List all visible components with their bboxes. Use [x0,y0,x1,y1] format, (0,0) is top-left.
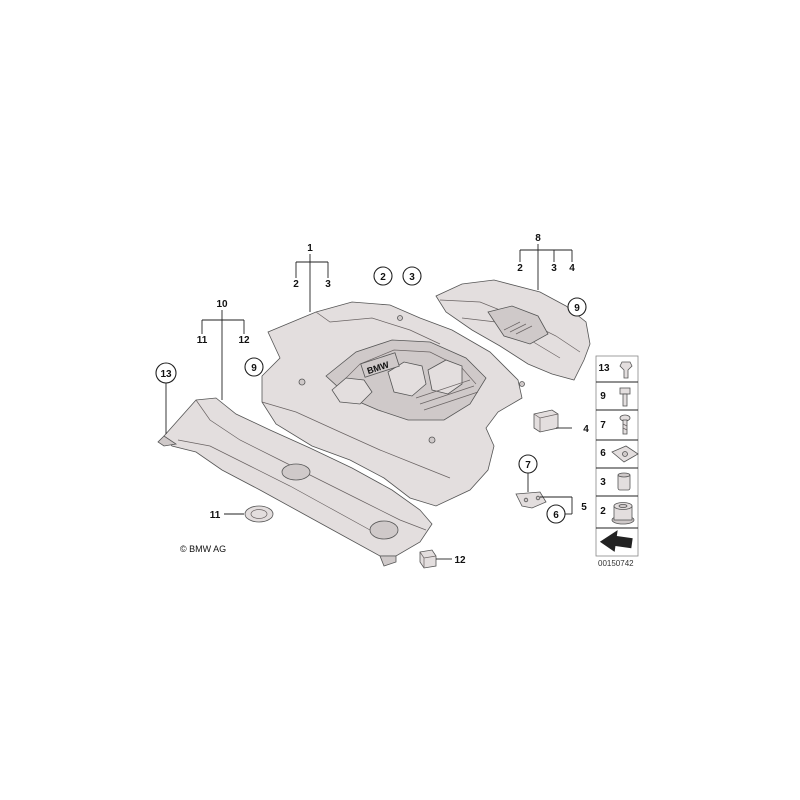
callout-7: 7 [525,460,531,471]
callout-12: 12 [454,555,466,566]
callout-3-circled: 3 [409,272,415,283]
callout-3: 3 [325,279,331,290]
copyright-notice: © BMW AG [180,544,226,554]
callout-1: 1 [307,243,313,254]
callout-9-right: 9 [574,303,580,314]
bolt-icon [619,387,631,407]
callout-13: 13 [160,369,172,380]
callout-3-upper-right: 3 [551,263,557,274]
callout-11: 11 [210,510,221,521]
callout-circle-9-left [244,357,264,377]
callout-11-upper: 11 [197,335,208,346]
callout-circle-9-right [567,297,587,317]
callout-10: 10 [216,299,228,310]
legend-number-3: 3 [600,477,606,488]
rear-cover-section [435,279,591,387]
fastener-legend: 13 9 7 6 3 2 [595,355,639,557]
leader-lines [165,244,573,560]
nut-clip-icon [611,445,639,463]
grommet-icon [611,502,635,525]
sleeve-icon [617,472,631,491]
callout-circle-6 [546,504,566,524]
callout-2: 2 [293,279,299,290]
callout-circle-13 [155,362,177,384]
legend-number-13: 13 [598,363,610,374]
legend-number-2: 2 [600,506,606,517]
callout-circle-2 [373,266,393,286]
callout-4-upper-right: 4 [569,263,575,274]
grommet-part-4 [533,409,559,433]
callout-6: 6 [553,510,559,521]
clip-icon [619,361,633,379]
legend-number-6: 6 [600,448,606,459]
screw-icon [619,414,631,435]
callout-12-upper: 12 [238,335,250,346]
side-duct [157,397,433,567]
clip-part-12 [419,549,437,569]
callouts: 1 2 3 2 3 8 2 3 4 9 10 11 12 9 13 4 7 5 … [155,233,589,566]
callout-2-upper-right: 2 [517,263,523,274]
legend-number-9: 9 [600,391,606,402]
callout-4: 4 [583,424,589,435]
document-number: 00150742 [598,559,634,568]
callout-2-circled: 2 [380,272,386,283]
callout-8: 8 [535,233,541,244]
callout-circle-7 [518,454,538,474]
callout-5: 5 [581,502,587,513]
callout-9-left: 9 [251,363,257,374]
engine-cover: BMW [261,301,523,507]
emblem-part-11 [244,505,274,523]
bracket-part-5 [515,491,547,509]
legend-number-7: 7 [600,420,606,431]
callout-circle-3 [402,266,422,286]
arrow-icon [599,530,633,552]
